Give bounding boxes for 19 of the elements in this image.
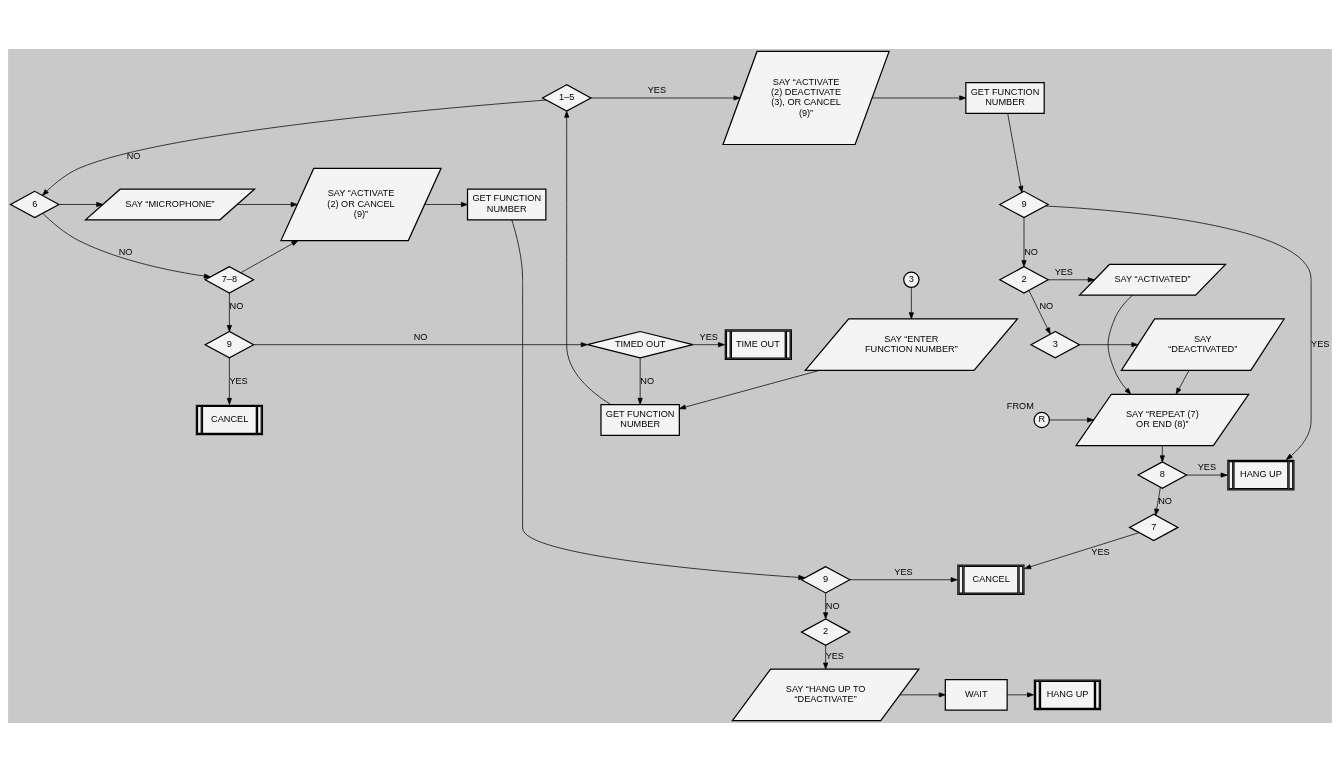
edge-label: NO	[118, 246, 133, 257]
edge-label: NO	[229, 301, 244, 312]
edge-label: YES	[825, 651, 845, 662]
edge-label: NO	[1158, 496, 1172, 507]
edge-label: YES	[1197, 462, 1217, 473]
edge-label: YES	[1054, 266, 1073, 277]
edge-label: NO	[1024, 246, 1038, 257]
edge-label: YES	[894, 566, 913, 577]
edge-label: NO	[126, 150, 141, 161]
edge-label: YES	[647, 85, 667, 96]
edge-label: YES	[1311, 338, 1330, 349]
edge-label: NO	[825, 601, 840, 612]
edge-label: NO	[413, 331, 428, 342]
edge-label: YES	[699, 331, 718, 342]
edge-label: NO	[640, 376, 655, 387]
edge-label: YES	[229, 376, 248, 387]
edge-label: NO	[1039, 301, 1054, 312]
node-label: FROM	[1006, 401, 1034, 412]
edge-label: YES	[1091, 546, 1110, 557]
